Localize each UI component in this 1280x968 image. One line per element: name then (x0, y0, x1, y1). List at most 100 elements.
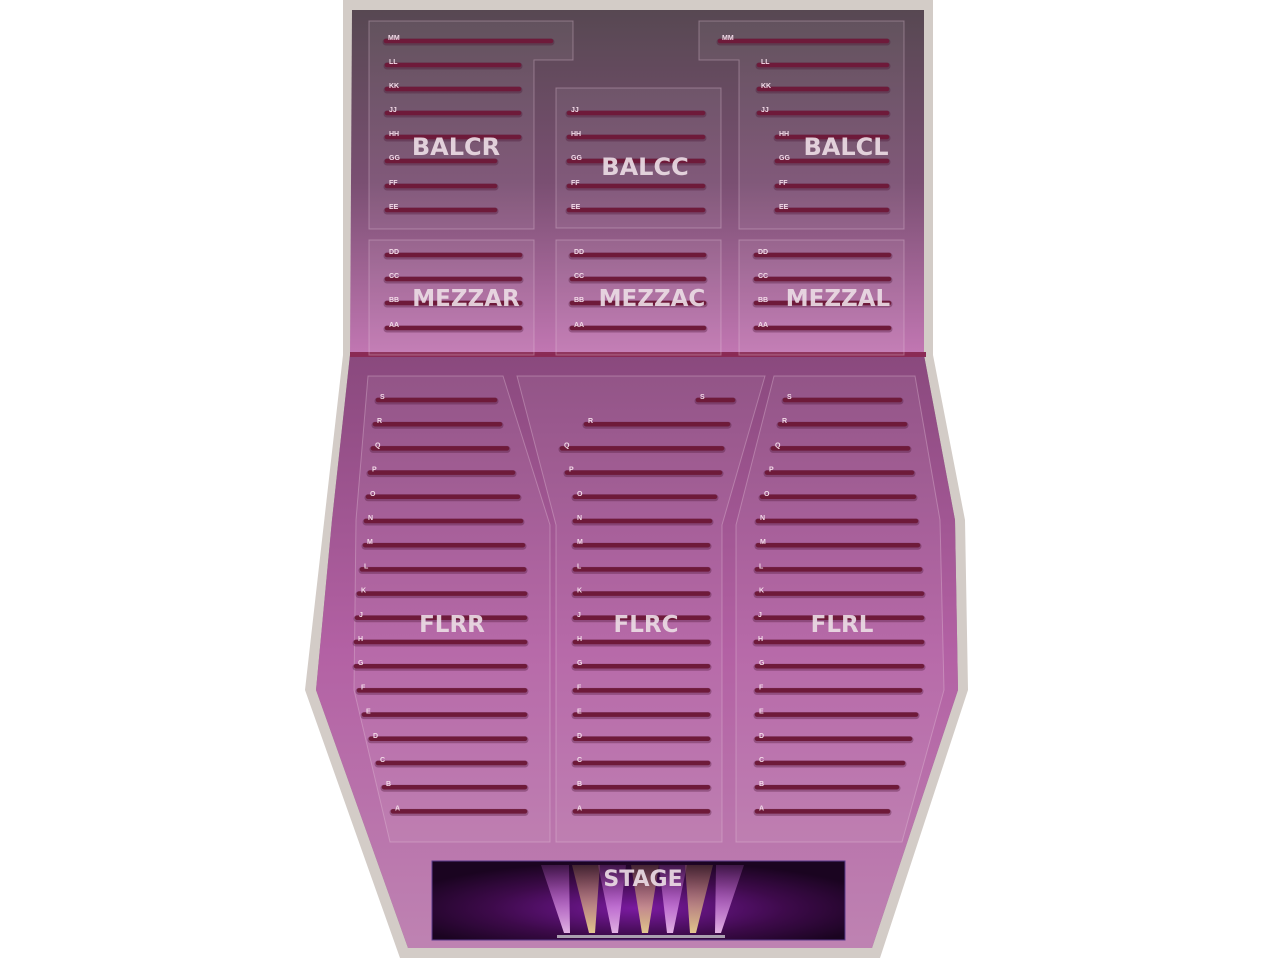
row-cc[interactable]: CC (383, 273, 524, 284)
row-ff[interactable]: FF (773, 180, 891, 191)
row-aa[interactable]: AA (383, 322, 524, 333)
row-p[interactable]: P (563, 467, 724, 478)
row-n[interactable]: N (754, 515, 920, 526)
row-k[interactable]: K (753, 588, 926, 599)
row-c[interactable]: C (374, 757, 529, 768)
row-r[interactable]: R (371, 418, 504, 429)
row-mm[interactable]: MM (382, 35, 555, 46)
row-gg[interactable]: GG (773, 155, 891, 166)
row-jj[interactable]: JJ (383, 107, 523, 118)
row-hh[interactable]: HH (773, 131, 891, 142)
row-a[interactable]: A (753, 805, 892, 816)
row-cc[interactable]: CC (568, 273, 708, 284)
row-o[interactable]: O (571, 491, 719, 502)
row-f[interactable]: F (355, 684, 529, 695)
row-m[interactable]: M (361, 539, 527, 550)
row-mm[interactable]: MM (716, 35, 891, 46)
row-cc[interactable]: CC (752, 273, 893, 284)
row-l[interactable]: L (753, 563, 924, 574)
row-dd[interactable]: DD (568, 249, 708, 260)
row-bb[interactable]: BB (383, 297, 524, 308)
row-f[interactable]: F (571, 684, 712, 695)
row-q[interactable]: Q (369, 442, 511, 453)
row-e[interactable]: E (753, 709, 920, 720)
row-dd[interactable]: DD (752, 249, 893, 260)
row-m[interactable]: M (754, 539, 922, 550)
row-ll[interactable]: LL (755, 59, 891, 70)
row-s[interactable]: S (374, 394, 499, 405)
row-b[interactable]: B (571, 781, 712, 792)
row-jj[interactable]: JJ (755, 107, 891, 118)
row-gg[interactable]: GG (565, 155, 707, 166)
row-g[interactable]: G (352, 660, 529, 671)
row-j[interactable]: J (571, 612, 712, 623)
row-bb[interactable]: BB (568, 297, 708, 308)
row-bb[interactable]: BB (752, 297, 893, 308)
row-j[interactable]: J (752, 612, 926, 623)
row-ee[interactable]: EE (383, 204, 499, 215)
row-p[interactable]: P (763, 467, 916, 478)
row-kk[interactable]: KK (383, 83, 523, 94)
row-c[interactable]: C (753, 757, 907, 768)
row-k[interactable]: K (571, 588, 712, 599)
row-ll[interactable]: LL (383, 59, 523, 70)
row-q[interactable]: Q (558, 442, 726, 453)
row-d[interactable]: D (367, 733, 529, 744)
row-q[interactable]: Q (769, 442, 912, 453)
row-label: JJ (571, 107, 579, 114)
row-ff[interactable]: FF (383, 180, 499, 191)
row-s[interactable]: S (781, 394, 904, 405)
row-e[interactable]: E (360, 709, 529, 720)
row-label: G (358, 660, 364, 667)
row-n[interactable]: N (362, 515, 525, 526)
stage[interactable]: STAGE (431, 860, 846, 941)
row-hh[interactable]: HH (383, 131, 523, 142)
row-m[interactable]: M (571, 539, 712, 550)
row-p[interactable]: P (366, 467, 517, 478)
row-l[interactable]: L (571, 563, 712, 574)
row-ee[interactable]: EE (565, 204, 707, 215)
row-o[interactable]: O (758, 491, 918, 502)
row-jj[interactable]: JJ (565, 107, 707, 118)
row-r[interactable]: R (776, 418, 909, 429)
row-b[interactable]: B (753, 781, 901, 792)
row-a[interactable]: A (571, 805, 712, 816)
row-ff[interactable]: FF (565, 180, 707, 191)
row-a[interactable]: A (389, 805, 529, 816)
row-kk[interactable]: KK (755, 83, 891, 94)
row-hh[interactable]: HH (565, 131, 707, 142)
row-o[interactable]: O (364, 491, 522, 502)
row-e[interactable]: E (571, 709, 712, 720)
row-g[interactable]: G (753, 660, 926, 671)
row-s[interactable]: S (694, 394, 737, 405)
row-label: F (361, 684, 366, 691)
row-c[interactable]: C (571, 757, 712, 768)
row-h[interactable]: H (752, 636, 926, 647)
row-d[interactable]: D (753, 733, 914, 744)
row-dd[interactable]: DD (383, 249, 524, 260)
row-r[interactable]: R (582, 418, 732, 429)
row-aa[interactable]: AA (568, 322, 708, 333)
row-h[interactable]: H (571, 636, 712, 647)
row-aa[interactable]: AA (752, 322, 893, 333)
row-ee[interactable]: EE (773, 204, 891, 215)
row-d[interactable]: D (571, 733, 712, 744)
row-b[interactable]: B (380, 781, 529, 792)
row-h[interactable]: H (352, 636, 529, 647)
row-n[interactable]: N (571, 515, 714, 526)
row-j[interactable]: J (353, 612, 529, 623)
row-l[interactable]: L (358, 563, 528, 574)
row-f[interactable]: F (753, 684, 924, 695)
row-g[interactable]: G (571, 660, 712, 671)
row-gg[interactable]: GG (383, 155, 499, 166)
row-k[interactable]: K (355, 588, 529, 599)
